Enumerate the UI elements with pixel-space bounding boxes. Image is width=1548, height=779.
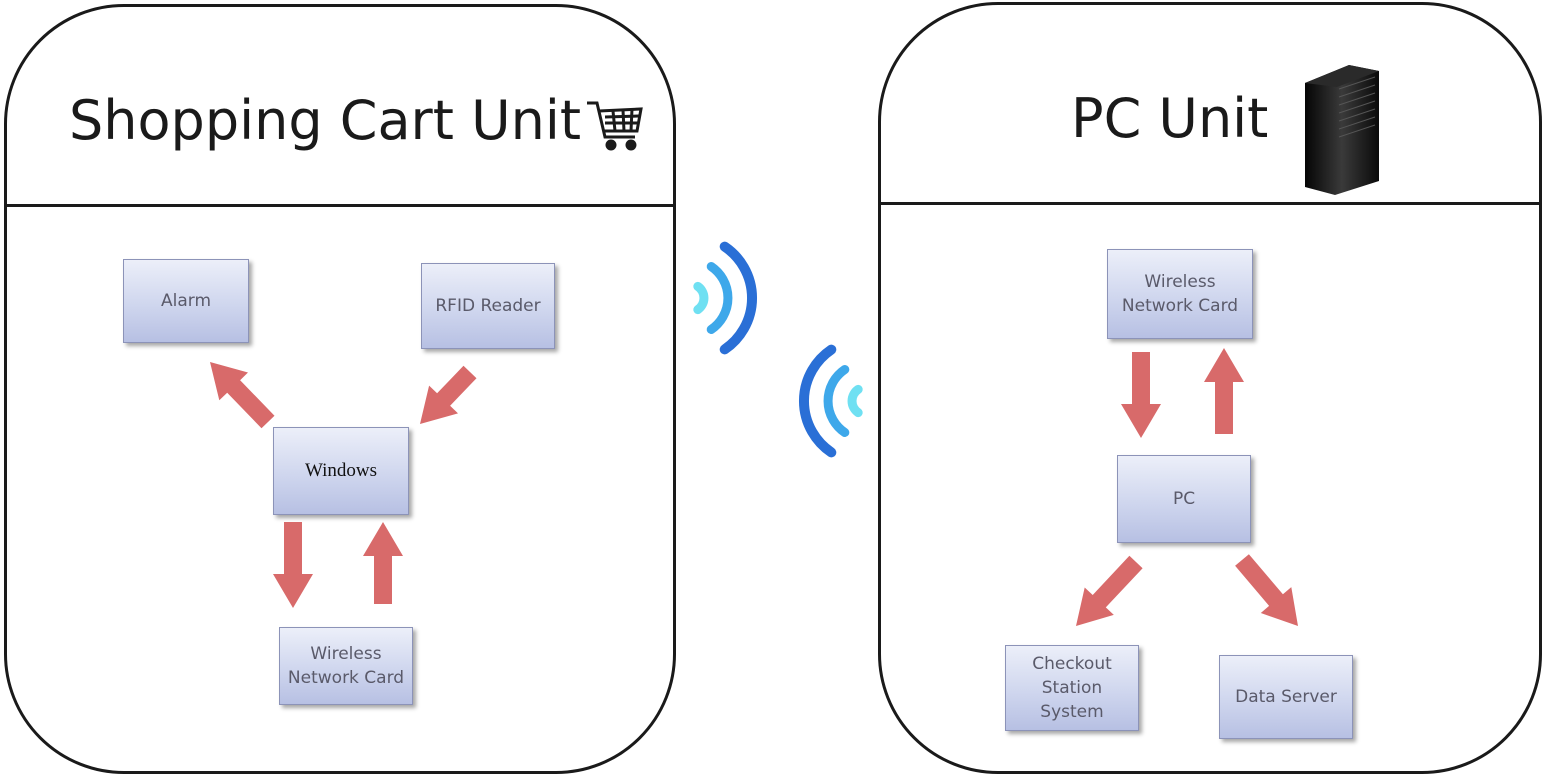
wireless-signal-icon-return bbox=[799, 344, 863, 458]
shopping-cart-unit-divider bbox=[7, 204, 673, 207]
windows-node: Windows bbox=[273, 427, 409, 515]
server-tower-icon bbox=[1305, 65, 1379, 195]
pc-wireless-network-card-node: Wireless Network Card bbox=[1107, 249, 1253, 339]
shopping-cart-unit-title: Shopping Cart Unit bbox=[69, 89, 582, 152]
arrow-pc-to-wireless bbox=[1204, 348, 1244, 434]
arrow-windows-to-alarm bbox=[210, 362, 275, 429]
arrow-wireless-to-windows bbox=[363, 522, 403, 604]
cart-wireless-network-card-node: Wireless Network Card bbox=[279, 627, 413, 705]
shopping-cart-unit-panel: Shopping Cart Unit Alarm RFID Reader Win… bbox=[4, 4, 676, 774]
checkout-station-system-node: Checkout Station System bbox=[1005, 645, 1139, 731]
arrow-windows-to-wireless bbox=[273, 522, 313, 608]
pc-unit-panel: PC Unit Wireless Network Card PC Checkou… bbox=[878, 2, 1542, 774]
arrow-rfid-to-windows bbox=[420, 365, 477, 424]
pc-unit-divider bbox=[881, 202, 1539, 205]
data-server-node: Data Server bbox=[1219, 655, 1353, 739]
alarm-node: Alarm bbox=[123, 259, 249, 343]
shopping-cart-icon bbox=[587, 101, 643, 151]
wireless-signal-icon bbox=[693, 241, 757, 355]
pc-unit-title: PC Unit bbox=[1071, 87, 1269, 150]
pc-node: PC bbox=[1117, 455, 1251, 543]
arrow-pc-to-data-server bbox=[1235, 554, 1298, 626]
arrow-pc-to-checkout bbox=[1076, 555, 1143, 626]
rfid-reader-node: RFID Reader bbox=[421, 263, 555, 349]
arrow-wireless-to-pc bbox=[1121, 352, 1161, 438]
